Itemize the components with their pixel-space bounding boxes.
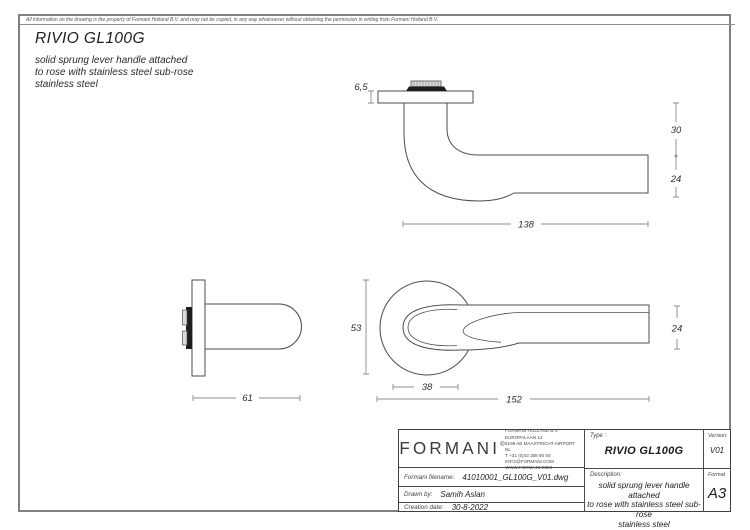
creation-date-label: Creation date: <box>404 504 444 511</box>
drawing-header: RIVIO GL100G solid sprung lever handle a… <box>35 30 193 90</box>
version-value: V01 <box>709 446 725 455</box>
dim-label-length: 138 <box>518 220 535 231</box>
dim-neck-and-grip: 30 24 <box>670 102 682 198</box>
address-line-5: info@formani.com <box>505 459 554 465</box>
sub-rose-clip-lower <box>182 330 188 346</box>
creation-date-value: 30-8-2022 <box>451 503 489 512</box>
top-view-dimensions: 61 <box>192 393 301 404</box>
dim-label-projection: 61 <box>242 393 253 404</box>
company-address: Formani Holland B.V. Europalaan 12 6199 … <box>505 425 584 471</box>
formani-logo-text: FORMANI <box>399 438 501 458</box>
header-description-line1: solid sprung lever handle attached <box>35 55 188 66</box>
dim-rose-diameter-53: 53 <box>351 279 369 375</box>
title-block: FORMANI® Formani Holland B.V. Europalaan… <box>398 428 731 529</box>
dim-rose-thickness: 6,5 <box>354 82 374 104</box>
format-value: A3 <box>707 485 727 502</box>
dim-label-neck-height: 30 <box>671 125 682 136</box>
address-line-4: T +31 (0)43 358 90 60 <box>505 453 551 459</box>
dim-label-grip-diameter-front: 24 <box>671 324 683 335</box>
rose-flange-side <box>377 90 474 104</box>
description-line-2: to rose with stainless steel sub-rose <box>587 500 701 520</box>
dim-overall-length-152: 152 <box>376 395 650 406</box>
drawn-by-value: Samih Aslan <box>440 490 485 499</box>
dim-length-138: 138 <box>402 220 649 231</box>
type-cell: Type : RIVIO GL100G <box>585 430 703 469</box>
version-label: Version: <box>708 433 728 439</box>
filename-label: Formani filename: <box>404 473 455 481</box>
drawn-by-label: Drawn by: <box>404 491 433 498</box>
header-description-line3: stainless steel <box>35 78 98 90</box>
header-description-line2: to rose with stainless steel sub-rose <box>35 66 194 78</box>
description-line-1: solid sprung lever handle attached <box>598 481 690 500</box>
lever-front-outline <box>402 304 650 351</box>
dim-grip-diameter-24: 24 <box>671 305 683 350</box>
address-line-1: Formani Holland B.V. <box>505 428 559 434</box>
description-cell: Description: solid sprung lever handle a… <box>585 469 703 529</box>
filename-value: 41010001_GL100G_V01.dwg <box>462 472 569 482</box>
sub-rose-band-top <box>186 307 192 349</box>
drawn-by-row: Drawn by: Samih Aslan <box>399 487 584 503</box>
description-value: solid sprung lever handle attached to ro… <box>586 481 702 529</box>
dim-neck-width-38: 38 <box>392 382 459 393</box>
dim-label-rose-diameter: 53 <box>351 323 362 334</box>
description-label: Description: <box>590 472 622 478</box>
filename-row: Formani filename: 41010001_GL100G_V01.dw… <box>399 468 584 487</box>
rose-top-view <box>191 279 206 377</box>
dim-label-neck-width: 38 <box>422 382 433 393</box>
lever-side-outline <box>403 103 649 202</box>
address-line-6: www.formani.com <box>505 465 553 471</box>
neck-inner-line <box>407 308 458 347</box>
creation-date-row: Creation date: 30-8-2022 <box>399 503 584 512</box>
description-line-3: stainless steel <box>618 519 670 529</box>
type-value: RIVIO GL100G <box>604 445 684 457</box>
sheet-border <box>18 14 731 512</box>
format-cell: Format A3 <box>704 469 730 512</box>
disclaimer-text: All information on the drawing is the pr… <box>20 16 735 25</box>
side-view-dimensions: 6,5 138 30 24 <box>354 82 682 231</box>
sub-rose-band-side <box>406 86 447 91</box>
type-label: Type : <box>590 433 607 439</box>
grip-top-outline <box>205 303 302 350</box>
side-view <box>377 80 649 202</box>
dim-label-overall-length: 152 <box>506 395 523 406</box>
version-cell: Version: V01 <box>704 430 730 469</box>
sub-rose-clip-upper <box>182 309 188 326</box>
formani-logo: FORMANI® <box>399 438 505 459</box>
address-line-3: 6199 AB Maastricht-Airport NL <box>505 440 576 452</box>
dim-label-rose-thickness: 6,5 <box>354 82 368 93</box>
front-view <box>379 280 650 376</box>
dim-projection-61: 61 <box>192 393 301 404</box>
front-view-dimensions: 53 38 152 24 <box>351 279 683 406</box>
address-line-2: Europalaan 12 <box>505 434 543 440</box>
sub-rose-hatch <box>413 81 439 86</box>
top-view <box>182 279 302 377</box>
registered-mark: ® <box>500 441 505 448</box>
dim-label-grip-diameter-side: 24 <box>670 174 682 185</box>
grip-form-line <box>462 312 649 343</box>
page-title: RIVIO GL100G <box>35 30 145 47</box>
format-label: Format <box>708 472 726 478</box>
